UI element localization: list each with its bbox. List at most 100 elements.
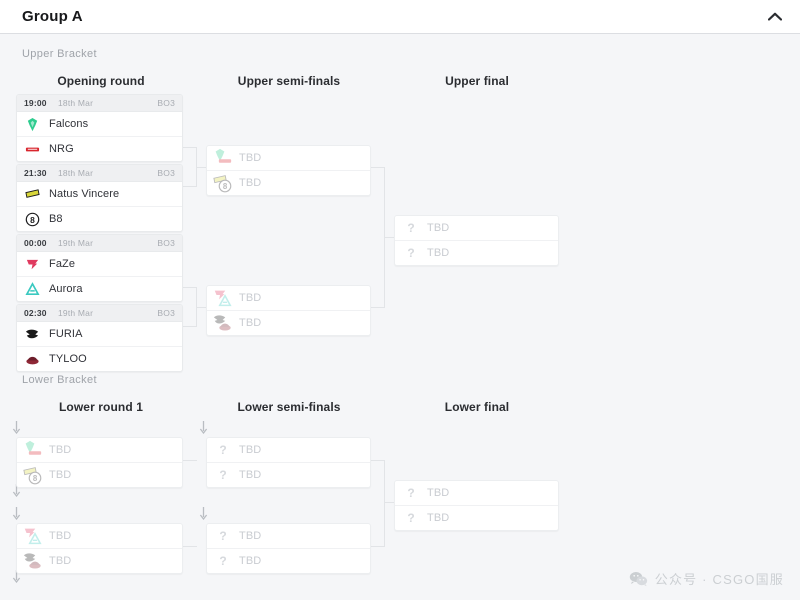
team-row[interactable]: FURIA bbox=[17, 322, 182, 347]
team-row[interactable]: ? TBD bbox=[395, 216, 558, 241]
team-name: TBD bbox=[239, 530, 262, 542]
question-icon: ? bbox=[219, 468, 227, 482]
question-icon: ? bbox=[219, 529, 227, 543]
match-card[interactable]: 21:30 18th Mar BO3 Natus Vincere 8 B8 bbox=[16, 164, 183, 232]
match-card[interactable]: ? TBD ? TBD bbox=[394, 480, 559, 531]
team-row[interactable]: ? TBD bbox=[207, 524, 370, 549]
match-date: 19th Mar bbox=[58, 238, 94, 248]
team-row[interactable]: TBD bbox=[207, 146, 370, 171]
match-card[interactable]: 00:00 19th Mar BO3 FaZe Aurora bbox=[16, 234, 183, 302]
column-header-opening-round: Opening round bbox=[57, 74, 145, 88]
team-name: TBD bbox=[239, 555, 262, 567]
ghost-faze-aurora-icon bbox=[213, 288, 234, 309]
team-row[interactable]: TYLOO bbox=[17, 347, 182, 371]
team-row[interactable]: FaZe bbox=[17, 252, 182, 277]
match-format: BO3 bbox=[157, 308, 175, 318]
team-name: TBD bbox=[49, 555, 72, 567]
team-name: TBD bbox=[239, 177, 262, 189]
match-card[interactable]: TBD 8 TBD bbox=[16, 437, 183, 488]
team-row[interactable]: TBD bbox=[17, 549, 182, 573]
connector bbox=[371, 546, 385, 547]
team-name: TBD bbox=[49, 530, 72, 542]
team-row[interactable]: NRG bbox=[17, 137, 182, 161]
team-row[interactable]: TBD bbox=[17, 524, 182, 549]
team-name: TBD bbox=[239, 152, 262, 164]
team-name: Natus Vincere bbox=[49, 188, 120, 200]
team-name: TBD bbox=[49, 444, 72, 456]
nrg-logo bbox=[25, 142, 40, 157]
connector bbox=[371, 167, 385, 168]
team-row[interactable]: TBD bbox=[207, 311, 370, 335]
team-row[interactable]: 8 B8 bbox=[17, 207, 182, 231]
navi-logo bbox=[25, 187, 40, 202]
team-name: FaZe bbox=[49, 258, 76, 270]
watermark: 公众号 · CSGO国服 bbox=[629, 569, 784, 588]
team-row[interactable]: TBD bbox=[207, 286, 370, 311]
wechat-icon bbox=[629, 571, 648, 587]
team-name: TBD bbox=[239, 469, 262, 481]
match-card[interactable]: 02:30 19th Mar BO3 FURIA TYLOO bbox=[16, 304, 183, 372]
team-name: TBD bbox=[239, 292, 262, 304]
team-name: Aurora bbox=[49, 283, 83, 295]
question-icon: ? bbox=[407, 486, 415, 500]
match-meta: 02:30 19th Mar BO3 bbox=[17, 305, 182, 322]
team-name: FURIA bbox=[49, 328, 83, 340]
match-card[interactable]: TBD TBD bbox=[206, 285, 371, 336]
team-row[interactable]: Aurora bbox=[17, 277, 182, 301]
match-card[interactable]: ? TBD ? TBD bbox=[394, 215, 559, 266]
team-name: B8 bbox=[49, 213, 63, 225]
match-card[interactable]: 19:00 18th Mar BO3 Falcons NRG bbox=[16, 94, 183, 162]
match-card[interactable]: ? TBD ? TBD bbox=[206, 437, 371, 488]
match-card[interactable]: TBD TBD bbox=[16, 523, 183, 574]
team-name: TBD bbox=[427, 512, 450, 524]
connector bbox=[183, 546, 197, 547]
team-row[interactable]: Falcons bbox=[17, 112, 182, 137]
match-meta: 21:30 18th Mar BO3 bbox=[17, 165, 182, 182]
drop-arrow-icon bbox=[199, 421, 208, 434]
match-time: 00:00 bbox=[24, 238, 47, 248]
svg-text:8: 8 bbox=[223, 182, 228, 191]
team-row[interactable]: ? TBD bbox=[395, 506, 558, 530]
connector bbox=[183, 287, 197, 288]
furia-logo bbox=[25, 327, 40, 342]
team-row[interactable]: Natus Vincere bbox=[17, 182, 182, 207]
team-row[interactable]: 8 TBD bbox=[207, 171, 370, 195]
svg-text:8: 8 bbox=[30, 215, 35, 225]
match-meta: 00:00 19th Mar BO3 bbox=[17, 235, 182, 252]
team-name: TBD bbox=[427, 247, 450, 259]
faze-logo bbox=[25, 257, 40, 272]
connector bbox=[384, 460, 385, 547]
team-row[interactable]: ? TBD bbox=[207, 438, 370, 463]
chevron-up-icon[interactable] bbox=[768, 12, 782, 21]
group-header: Group A bbox=[0, 0, 800, 34]
connector bbox=[196, 307, 206, 308]
match-card[interactable]: TBD 8 TBD bbox=[206, 145, 371, 196]
column-header-lower-semi-finals: Lower semi-finals bbox=[237, 400, 341, 414]
drop-arrow-icon bbox=[12, 421, 21, 434]
drop-arrow-icon bbox=[199, 507, 208, 520]
question-icon: ? bbox=[219, 554, 227, 568]
connector bbox=[196, 167, 206, 168]
team-row[interactable]: ? TBD bbox=[207, 549, 370, 573]
page-title: Group A bbox=[22, 8, 83, 25]
match-format: BO3 bbox=[157, 168, 175, 178]
match-time: 02:30 bbox=[24, 308, 47, 318]
team-row[interactable]: ? TBD bbox=[395, 481, 558, 506]
match-time: 19:00 bbox=[24, 98, 47, 108]
team-row[interactable]: 8 TBD bbox=[17, 463, 182, 487]
team-row[interactable]: ? TBD bbox=[207, 463, 370, 487]
match-time: 21:30 bbox=[24, 168, 47, 178]
connector bbox=[183, 326, 197, 327]
match-format: BO3 bbox=[157, 238, 175, 248]
team-row[interactable]: ? TBD bbox=[395, 241, 558, 265]
connector bbox=[183, 186, 197, 187]
team-row[interactable]: TBD bbox=[17, 438, 182, 463]
match-meta: 19:00 18th Mar BO3 bbox=[17, 95, 182, 112]
question-icon: ? bbox=[219, 443, 227, 457]
ghost-navi-b8-icon: 8 bbox=[213, 173, 234, 194]
column-header-lower-round-1: Lower round 1 bbox=[59, 400, 143, 414]
connector bbox=[384, 502, 394, 503]
team-name: NRG bbox=[49, 143, 74, 155]
match-card[interactable]: ? TBD ? TBD bbox=[206, 523, 371, 574]
